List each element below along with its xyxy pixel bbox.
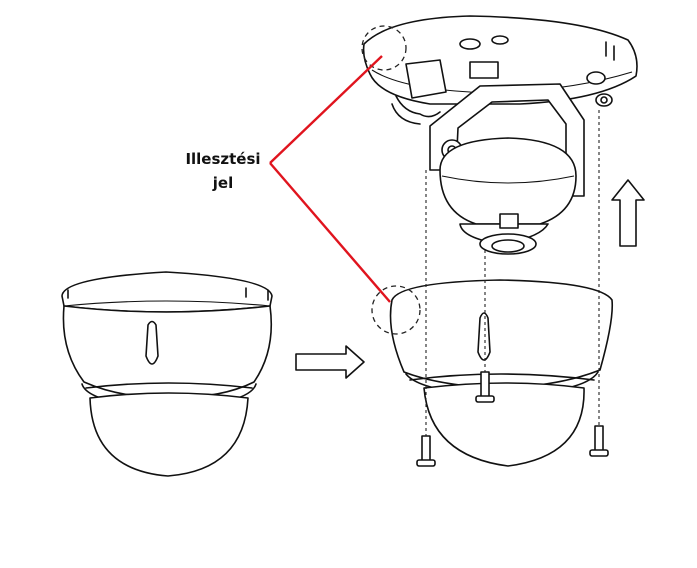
alignment-guides — [425, 110, 600, 436]
alignment-mark-highlight-base — [361, 25, 407, 71]
up-arrow-icon — [611, 179, 645, 247]
right-arrow-icon — [295, 345, 365, 379]
dome-cover-exploded — [389, 279, 614, 467]
callout-lines — [269, 55, 391, 303]
mounting-screw — [416, 435, 436, 467]
mounting-screw — [589, 425, 609, 457]
alignment-mark-label-line1: Illesztési — [185, 150, 261, 168]
alignment-mark-label-line2: jel — [212, 174, 234, 192]
alignment-mark-highlight-cover — [371, 285, 421, 335]
assembled-dome-cover — [61, 271, 273, 477]
alignment-mark-label: Illesztési jel — [168, 147, 278, 195]
mounting-base-with-camera-module — [362, 15, 638, 255]
